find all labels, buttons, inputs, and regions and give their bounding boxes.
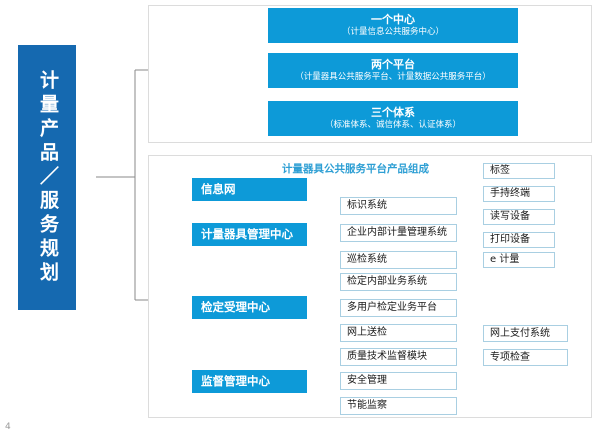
center-box-2-label: 检定受理中心 bbox=[201, 299, 270, 314]
leaf-box-6[interactable]: 专项检查 bbox=[483, 349, 568, 366]
module-box-8[interactable]: 节能监察 bbox=[340, 397, 457, 415]
module-box-6[interactable]: 质量技术监督模块 bbox=[340, 348, 457, 366]
center-box-2[interactable]: 检定受理中心 bbox=[192, 296, 307, 319]
top-item-1[interactable]: 两个平台 （计量器具公共服务平台、计量数据公共服务平台） bbox=[268, 53, 518, 88]
center-box-0[interactable]: 信息网 bbox=[192, 178, 307, 201]
top-item-1-subtitle: （计量器具公共服务平台、计量数据公共服务平台） bbox=[295, 72, 491, 83]
module-box-5[interactable]: 网上送检 bbox=[340, 324, 457, 342]
main-banner: 计量产品／服务规划 bbox=[18, 45, 76, 310]
leaf-box-3[interactable]: 打印设备 bbox=[483, 232, 555, 248]
center-box-3[interactable]: 监督管理中心 bbox=[192, 370, 307, 393]
module-box-2[interactable]: 巡检系统 bbox=[340, 251, 457, 269]
module-box-4[interactable]: 多用户检定业务平台 bbox=[340, 299, 457, 317]
top-item-2-title: 三个体系 bbox=[371, 105, 415, 119]
main-banner-label: 计量产品／服务规划 bbox=[36, 69, 59, 286]
center-box-1[interactable]: 计量器具管理中心 bbox=[192, 223, 307, 246]
center-box-1-label: 计量器具管理中心 bbox=[201, 226, 293, 241]
top-item-1-title: 两个平台 bbox=[371, 57, 415, 71]
leaf-box-4[interactable]: e 计量 bbox=[483, 252, 555, 268]
module-box-0[interactable]: 标识系统 bbox=[340, 197, 457, 215]
module-box-1[interactable]: 企业内部计量管理系统 bbox=[340, 224, 457, 242]
top-item-0-title: 一个中心 bbox=[371, 12, 415, 26]
page-number: 4 bbox=[5, 422, 11, 432]
leaf-box-2[interactable]: 读写设备 bbox=[483, 209, 555, 225]
module-box-7[interactable]: 安全管理 bbox=[340, 372, 457, 390]
center-box-0-label: 信息网 bbox=[201, 181, 236, 196]
leaf-box-1[interactable]: 手持终端 bbox=[483, 186, 555, 202]
top-item-0[interactable]: 一个中心 （计量信息公共服务中心） bbox=[268, 8, 518, 43]
leaf-box-5[interactable]: 网上支付系统 bbox=[483, 325, 568, 342]
top-item-2[interactable]: 三个体系 （标准体系、诚信体系、认证体系） bbox=[268, 101, 518, 136]
top-item-0-subtitle: （计量信息公共服务中心） bbox=[341, 27, 444, 38]
bottom-panel-title: 计量器具公共服务平台产品组成 bbox=[282, 163, 429, 175]
top-item-2-subtitle: （标准体系、诚信体系、认证体系） bbox=[324, 120, 461, 131]
leaf-box-0[interactable]: 标签 bbox=[483, 163, 555, 179]
center-box-3-label: 监督管理中心 bbox=[201, 373, 270, 388]
module-box-3[interactable]: 检定内部业务系统 bbox=[340, 273, 457, 291]
